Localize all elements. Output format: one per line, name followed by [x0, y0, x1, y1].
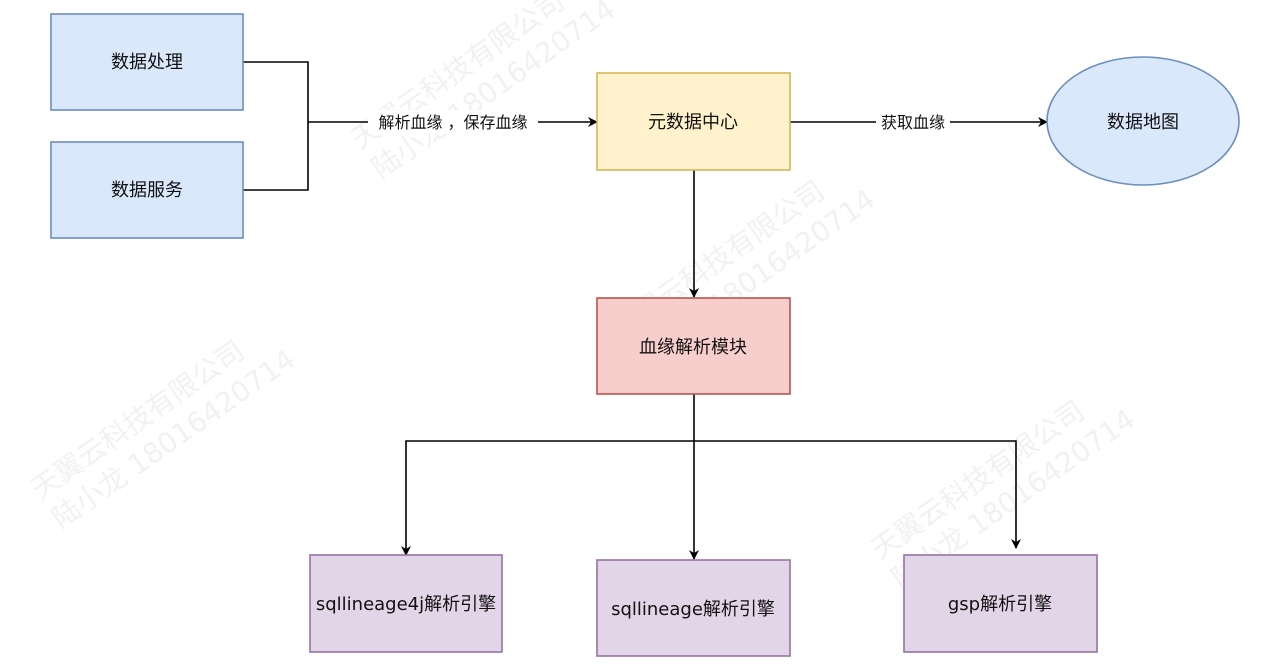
node-data-map[interactable]: 数据地图: [1046, 56, 1240, 186]
node-engine-sqllineage4j[interactable]: sqllineage4j解析引擎: [309, 554, 503, 653]
node-metadata-center[interactable]: 元数据中心: [596, 72, 791, 171]
node-data-processing-box[interactable]: [50, 13, 244, 111]
node-data-service-label: 数据服务: [111, 180, 183, 201]
edge-label-fetch-lineage: 获取血缘: [881, 113, 945, 132]
edge-label-bg-fetch-lineage: [876, 110, 950, 134]
node-data-service[interactable]: 数据服务: [50, 141, 244, 239]
node-engine-sqllineage[interactable]: sqllineage解析引擎: [596, 559, 791, 657]
node-metadata-center-label: 元数据中心: [648, 112, 738, 133]
node-lineage-parser-label: 血缘解析模块: [639, 337, 747, 358]
edge-label-bg-parse-save: [368, 110, 538, 134]
edge-junction-to-gsp: [694, 440, 1021, 549]
edge-label-parse-save: 解析血缘 ，保存血缘: [378, 113, 527, 132]
edge-junction-to-sqllineage4j: [401, 440, 694, 556]
node-lineage-parser[interactable]: 血缘解析模块: [596, 297, 791, 395]
node-metadata-center-box[interactable]: [596, 72, 791, 171]
node-engine-sqllineage-label: sqllineage解析引擎: [611, 599, 775, 620]
node-data-map-ellipse[interactable]: [1046, 56, 1240, 186]
node-data-map-label: 数据地图: [1107, 112, 1179, 133]
node-engine-gsp-box[interactable]: [903, 554, 1098, 653]
node-engine-sqllineage4j-label: sqllineage4j解析引擎: [316, 594, 496, 615]
node-engine-sqllineage4j-box[interactable]: [309, 554, 503, 653]
edge-labels: 解析血缘 ，保存血缘 获取血缘: [368, 110, 950, 134]
node-engine-sqllineage-box[interactable]: [596, 559, 791, 657]
node-data-processing-label: 数据处理: [111, 52, 183, 73]
node-engine-gsp[interactable]: gsp解析引擎: [903, 554, 1098, 653]
node-data-processing[interactable]: 数据处理: [50, 13, 244, 111]
node-data-service-box[interactable]: [50, 141, 244, 239]
node-engine-gsp-label: gsp解析引擎: [948, 594, 1052, 615]
edge-data-processing-to-bracket: [243, 61, 309, 191]
node-lineage-parser-box[interactable]: [596, 297, 791, 395]
